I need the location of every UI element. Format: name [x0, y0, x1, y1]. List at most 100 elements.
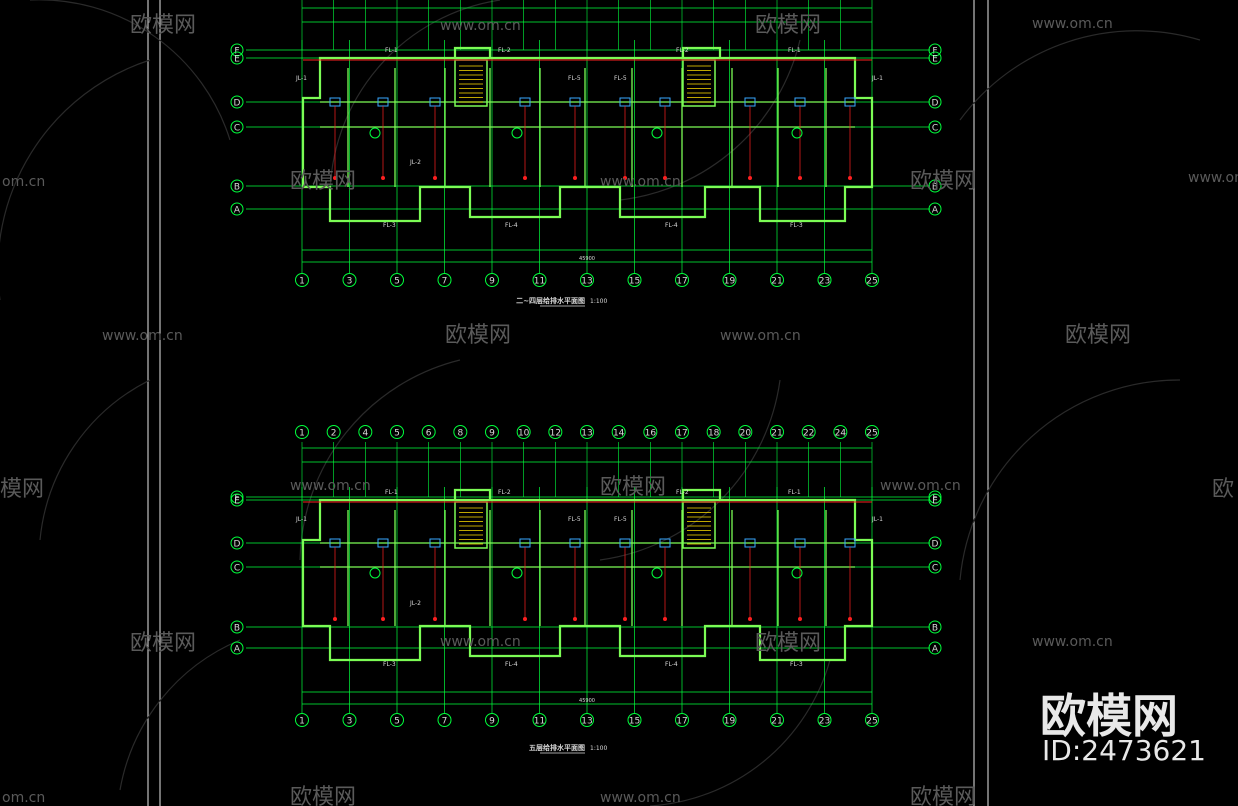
watermark-url: www.om.cn: [600, 790, 681, 806]
plan-title: 二~四层给排水平面图: [516, 296, 585, 305]
drain-point: [573, 617, 577, 621]
column-axis-bubble: [722, 273, 737, 287]
column-axis-label: 16: [645, 429, 657, 439]
column-axis-bubble: [453, 425, 468, 439]
pipe-label: JL-1: [871, 516, 883, 523]
column-axis-bubble: [675, 425, 689, 439]
column-axis-bubble: [865, 273, 879, 287]
stair-core: [682, 501, 716, 549]
row-axis-label: F: [932, 494, 937, 504]
building-outline: [301, 488, 874, 662]
row-axis-label: B: [932, 183, 938, 193]
room-marker: [369, 567, 381, 579]
pipe-label: FL-1: [385, 47, 398, 54]
row-axis-bubble: [230, 560, 244, 574]
watermark-url: www.om.cn: [1032, 16, 1113, 32]
column-axis-label: 11: [534, 717, 545, 727]
column-axis-bubble: [485, 425, 499, 439]
column-axis-bubble: [532, 273, 547, 287]
row-axis-label: A: [234, 645, 241, 655]
pipe-label: JL-1: [295, 516, 307, 523]
watermark-brand: 欧模网: [1065, 323, 1131, 348]
plan-scale: 1:100: [590, 298, 607, 305]
watermark-brand: 欧模网: [600, 475, 666, 500]
column-axis-label: 25: [866, 717, 877, 727]
column-axis-label: 12: [550, 429, 561, 439]
column-axis-bubble: [326, 425, 341, 439]
column-axis-label: 7: [442, 717, 448, 727]
row-axis-label: D: [234, 99, 241, 109]
row-axis-bubble: [928, 493, 942, 507]
watermark-url: www.om.cn: [102, 328, 183, 344]
row-axis-label: D: [234, 540, 241, 550]
column-axis-bubble: [421, 425, 436, 439]
row-axis-bubble: [928, 120, 942, 134]
row-axis-label: A: [932, 206, 939, 216]
column-axis-bubble: [548, 425, 563, 439]
drain-point: [748, 176, 752, 180]
column-axis-label: 13: [581, 277, 592, 287]
column-axis-label: 25: [866, 429, 877, 439]
row-axis-label: E: [234, 497, 240, 507]
row-axis-bubble: [230, 490, 244, 504]
row-axis-bubble: [928, 202, 942, 216]
column-axis-label: 15: [629, 717, 640, 727]
room-marker: [651, 567, 663, 579]
room-marker: [651, 127, 663, 139]
column-axis-label: 1: [299, 717, 305, 727]
total-dimension: 45900: [579, 256, 595, 262]
watermark-url: www.om.cn: [880, 478, 961, 494]
column-axis-label: 25: [866, 277, 877, 287]
row-axis-bubble: [928, 560, 942, 574]
row-axis-bubble: [928, 95, 942, 109]
drain-point: [848, 617, 852, 621]
row-axis-bubble: [230, 536, 244, 550]
row-axis-label: F: [234, 494, 239, 504]
column-axis-label: 13: [581, 429, 592, 439]
watermark-logo-text: 欧模网: [1040, 689, 1178, 743]
row-axis-label: E: [234, 55, 240, 65]
column-axis-bubble: [390, 273, 404, 287]
drain-point: [333, 176, 337, 180]
column-axis-label: 21: [771, 277, 782, 287]
column-axis-label: 14: [613, 429, 625, 439]
row-axis-label: E: [932, 497, 938, 507]
watermark-url: www.om.cn: [440, 18, 521, 34]
column-axis-label: 17: [676, 429, 687, 439]
column-axis-bubble: [437, 273, 452, 287]
watermark-brand: 模网: [0, 477, 44, 502]
column-axis-label: 1: [299, 429, 305, 439]
watermark-brand: 欧模网: [755, 13, 821, 38]
column-axis-bubble: [295, 273, 309, 287]
column-axis-bubble: [722, 713, 737, 727]
column-axis-label: 2: [331, 429, 337, 439]
column-axis-bubble: [833, 425, 848, 439]
pipe-label: FL-5: [614, 516, 627, 523]
column-axis-label: 9: [489, 429, 495, 439]
column-axis-label: 9: [489, 277, 495, 287]
drain-point: [523, 176, 527, 180]
column-axis-label: 1: [299, 277, 305, 287]
drain-point: [623, 617, 627, 621]
column-axis-bubble: [817, 273, 832, 287]
column-axis-bubble: [770, 425, 784, 439]
room-marker: [791, 567, 803, 579]
row-axis-bubble: [230, 43, 244, 57]
column-axis-bubble: [485, 713, 499, 727]
column-axis-label: 6: [426, 429, 432, 439]
pipe-label: JL-1: [871, 75, 883, 82]
row-axis-bubble: [230, 51, 244, 65]
row-axis-bubble: [928, 490, 942, 504]
pipe-label: FL-2: [676, 47, 689, 54]
column-axis-label: 3: [347, 717, 353, 727]
pipe-label: FL-1: [385, 489, 398, 496]
column-axis-bubble: [342, 273, 357, 287]
column-axis-label: 18: [708, 429, 720, 439]
row-axis-label: D: [932, 99, 939, 109]
column-axis-label: 10: [518, 429, 530, 439]
watermark-brand: 欧模网: [290, 169, 356, 194]
pipe-label: FL-2: [498, 47, 511, 54]
watermarks: 欧模网 欧模网 www.om.cn www.om.cn om.cn www.om…: [0, 13, 1238, 806]
column-axis-bubble: [532, 713, 547, 727]
